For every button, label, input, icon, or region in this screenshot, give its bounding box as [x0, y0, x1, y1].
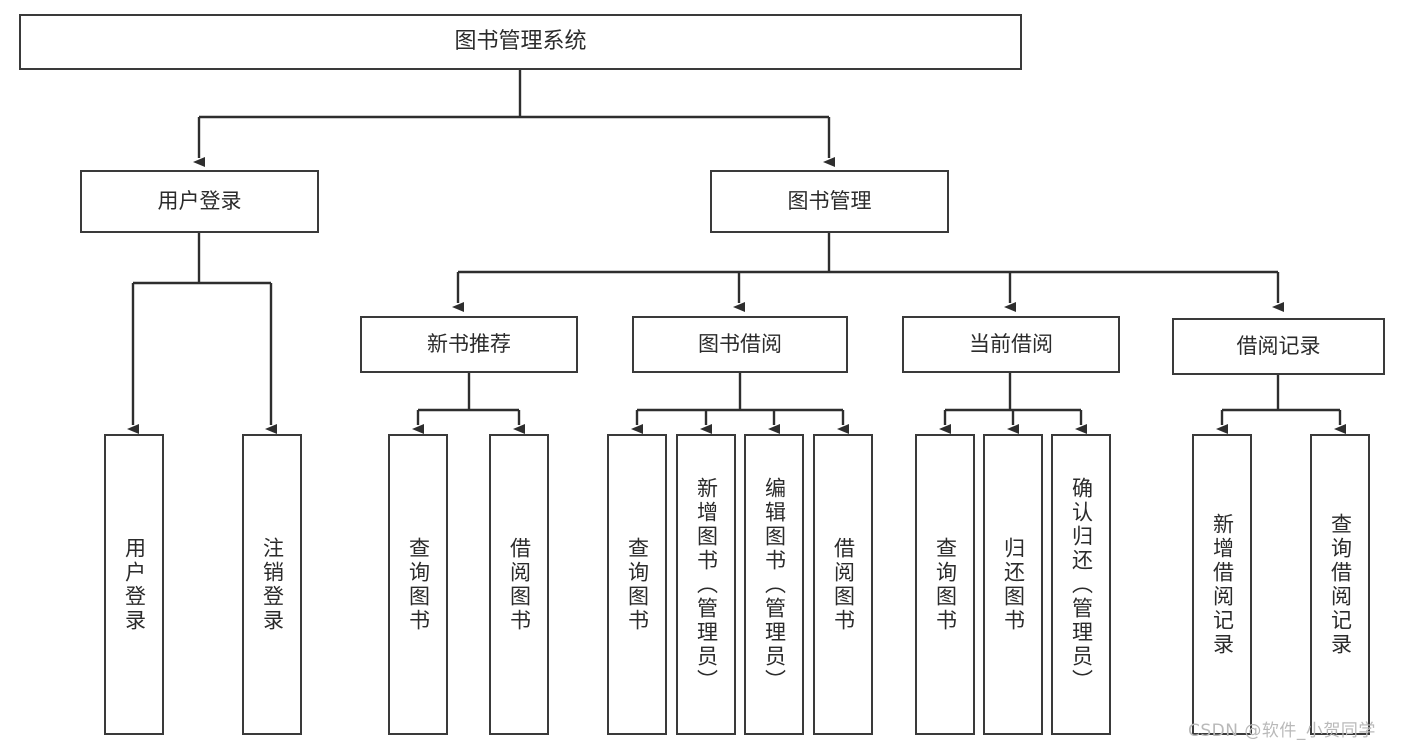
- node-leaf-query-book-1-label: 查询图书: [406, 536, 431, 633]
- node-leaf-return-book-label: 归还图书: [1001, 536, 1026, 633]
- node-leaf-edit-book[interactable]: 编辑图书（管理员）: [744, 434, 804, 735]
- node-leaf-confirm-return[interactable]: 确认归还（管理员）: [1051, 434, 1111, 735]
- node-leaf-edit-book-label: 编辑图书（管理员）: [762, 476, 787, 693]
- node-leaf-user-login[interactable]: 用户登录: [104, 434, 164, 735]
- node-leaf-user-logout[interactable]: 注销登录: [242, 434, 302, 735]
- node-borrow-record[interactable]: 借阅记录: [1172, 318, 1385, 375]
- node-leaf-query-book-3[interactable]: 查询图书: [915, 434, 975, 735]
- node-leaf-borrow-book-2[interactable]: 借阅图书: [813, 434, 873, 735]
- node-root[interactable]: 图书管理系统: [19, 14, 1022, 70]
- node-leaf-query-book-2-label: 查询图书: [625, 536, 650, 633]
- node-leaf-borrow-book-1-label: 借阅图书: [507, 536, 532, 633]
- node-borrow-record-label: 借阅记录: [1236, 334, 1321, 359]
- node-leaf-query-record-label: 查询借阅记录: [1328, 512, 1353, 657]
- node-leaf-confirm-return-label: 确认归还（管理员）: [1069, 476, 1094, 693]
- node-leaf-query-book-3-label: 查询图书: [933, 536, 958, 633]
- node-leaf-query-book-2[interactable]: 查询图书: [607, 434, 667, 735]
- node-leaf-add-record-label: 新增借阅记录: [1210, 512, 1235, 657]
- node-leaf-user-logout-label: 注销登录: [260, 536, 285, 633]
- node-current-borrow[interactable]: 当前借阅: [902, 316, 1120, 373]
- node-user-login[interactable]: 用户登录: [80, 170, 319, 233]
- node-leaf-query-book-1[interactable]: 查询图书: [388, 434, 448, 735]
- node-leaf-add-book-label: 新增图书（管理员）: [694, 476, 719, 693]
- csdn-watermark: CSDN @软件_小贺同学: [1188, 721, 1376, 741]
- node-leaf-borrow-book-2-label: 借阅图书: [831, 536, 856, 633]
- node-user-login-label: 用户登录: [157, 189, 242, 214]
- node-new-book-recommend-label: 新书推荐: [427, 332, 511, 357]
- node-book-borrow-label: 图书借阅: [698, 332, 782, 357]
- node-root-label: 图书管理系统: [454, 29, 587, 55]
- node-leaf-return-book[interactable]: 归还图书: [983, 434, 1043, 735]
- node-leaf-add-book[interactable]: 新增图书（管理员）: [676, 434, 736, 735]
- node-book-manage-label: 图书管理: [787, 189, 872, 214]
- node-new-book-recommend[interactable]: 新书推荐: [360, 316, 578, 373]
- node-leaf-user-login-label: 用户登录: [122, 536, 147, 633]
- node-leaf-add-record[interactable]: 新增借阅记录: [1192, 434, 1252, 735]
- node-current-borrow-label: 当前借阅: [969, 332, 1053, 357]
- node-leaf-borrow-book-1[interactable]: 借阅图书: [489, 434, 549, 735]
- node-book-manage[interactable]: 图书管理: [710, 170, 949, 233]
- node-leaf-query-record[interactable]: 查询借阅记录: [1310, 434, 1370, 735]
- node-book-borrow[interactable]: 图书借阅: [632, 316, 848, 373]
